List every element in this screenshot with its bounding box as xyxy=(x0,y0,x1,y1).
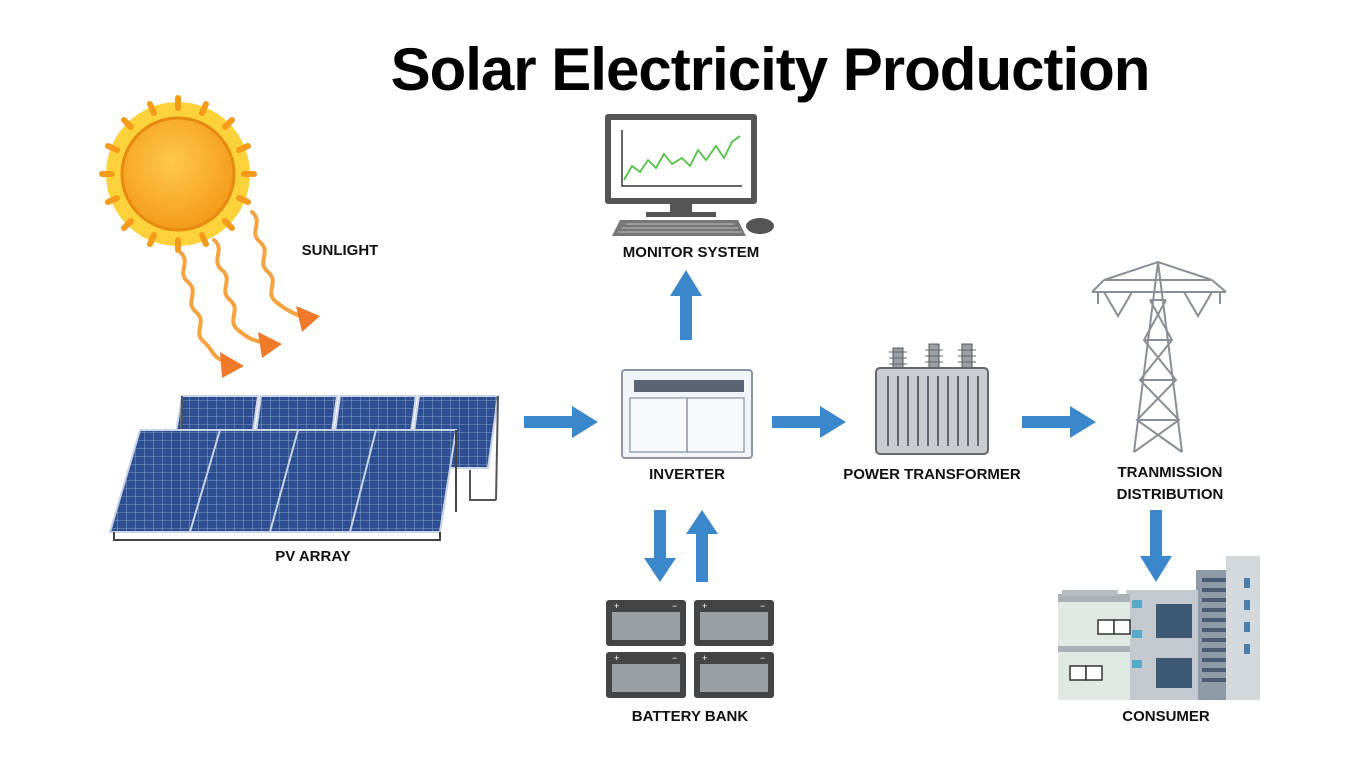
transformer-icon xyxy=(875,343,989,455)
pv-array-label: PV ARRAY xyxy=(275,548,351,565)
arrow-inverter-to-monitor xyxy=(670,270,702,340)
svg-text:−: − xyxy=(760,653,765,663)
buildings-icon xyxy=(1058,556,1260,700)
battery-cell: + − xyxy=(694,600,774,646)
solar-panel-icon xyxy=(108,395,500,541)
battery-cell: + − xyxy=(606,652,686,698)
arrow-transformer-to-transmission xyxy=(1022,406,1096,438)
sun-ray-1 xyxy=(178,250,228,364)
inverter-icon xyxy=(621,369,753,459)
arrow-battery-to-inverter xyxy=(686,510,718,582)
battery-icon: + − + − + − + − xyxy=(606,600,774,698)
svg-text:+: + xyxy=(614,653,619,663)
arrow-transmission-to-consumer xyxy=(1140,510,1172,582)
power-transformer-label: POWER TRANSFORMER xyxy=(843,466,1021,483)
arrow-inverter-to-battery xyxy=(644,510,676,582)
transmission-label: TRANMISSION xyxy=(1117,464,1223,481)
sun-ray-arrowheads xyxy=(220,306,320,378)
svg-text:−: − xyxy=(672,653,677,663)
monitor-icon xyxy=(605,114,774,236)
sun-ray-2 xyxy=(212,238,264,344)
consumer-label: CONSUMER xyxy=(1122,708,1210,725)
page-title: Solar Electricity Production xyxy=(390,36,1151,103)
svg-text:−: − xyxy=(760,601,765,611)
sunlight-rays xyxy=(178,210,302,364)
svg-text:+: + xyxy=(702,601,707,611)
svg-text:+: + xyxy=(614,601,619,611)
flow-arrows xyxy=(524,270,1172,582)
inverter-label: INVERTER xyxy=(649,466,725,483)
sunlight-label: SUNLIGHT xyxy=(301,242,379,259)
sun-ray-3 xyxy=(250,210,302,318)
monitor-system-label: MONITOR SYSTEM xyxy=(622,244,760,261)
sun-icon xyxy=(99,95,257,253)
monitor-chart-line xyxy=(623,135,741,181)
svg-text:−: − xyxy=(672,601,677,611)
arrow-pv-to-inverter xyxy=(524,406,598,438)
distribution-label: DISTRIBUTION xyxy=(1116,486,1224,503)
battery-cell: + − xyxy=(694,652,774,698)
transmission-tower-icon xyxy=(1091,260,1227,453)
battery-bank-label: BATTERY BANK xyxy=(631,708,749,725)
arrow-inverter-to-transformer xyxy=(772,406,846,438)
svg-text:+: + xyxy=(702,653,707,663)
battery-cell: + − xyxy=(606,600,686,646)
